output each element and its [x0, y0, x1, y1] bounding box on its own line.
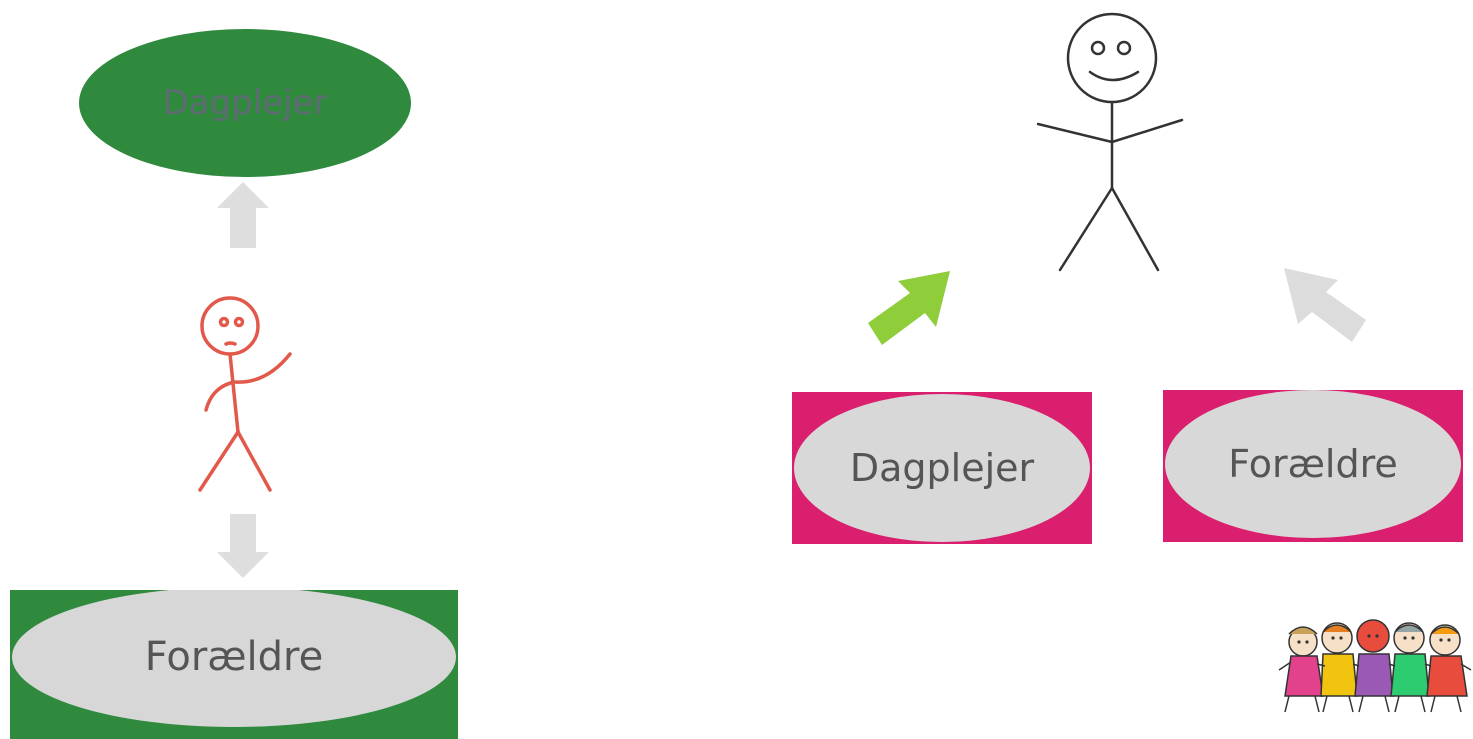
right-node-foraeldre: Forældre	[1163, 390, 1463, 542]
right-grey-arrow-icon	[1278, 262, 1373, 347]
left-top-node: Dagplejer	[78, 28, 412, 178]
left-down-arrow-icon	[215, 512, 271, 580]
right-stick-figure-icon	[1030, 8, 1190, 278]
right-node-foraeldre-label: Forældre	[1163, 390, 1463, 538]
right-node-dagplejer-label: Dagplejer	[792, 392, 1092, 544]
left-up-arrow-icon	[215, 180, 271, 250]
right-green-arrow-icon	[862, 265, 957, 350]
left-bottom-node: Forældre	[10, 590, 458, 739]
left-stick-figure-icon	[190, 292, 310, 497]
children-clipart-icon	[1275, 612, 1473, 717]
left-top-node-label: Dagplejer	[78, 28, 412, 178]
left-bottom-node-label: Forældre	[10, 590, 458, 724]
right-node-dagplejer: Dagplejer	[792, 392, 1092, 544]
